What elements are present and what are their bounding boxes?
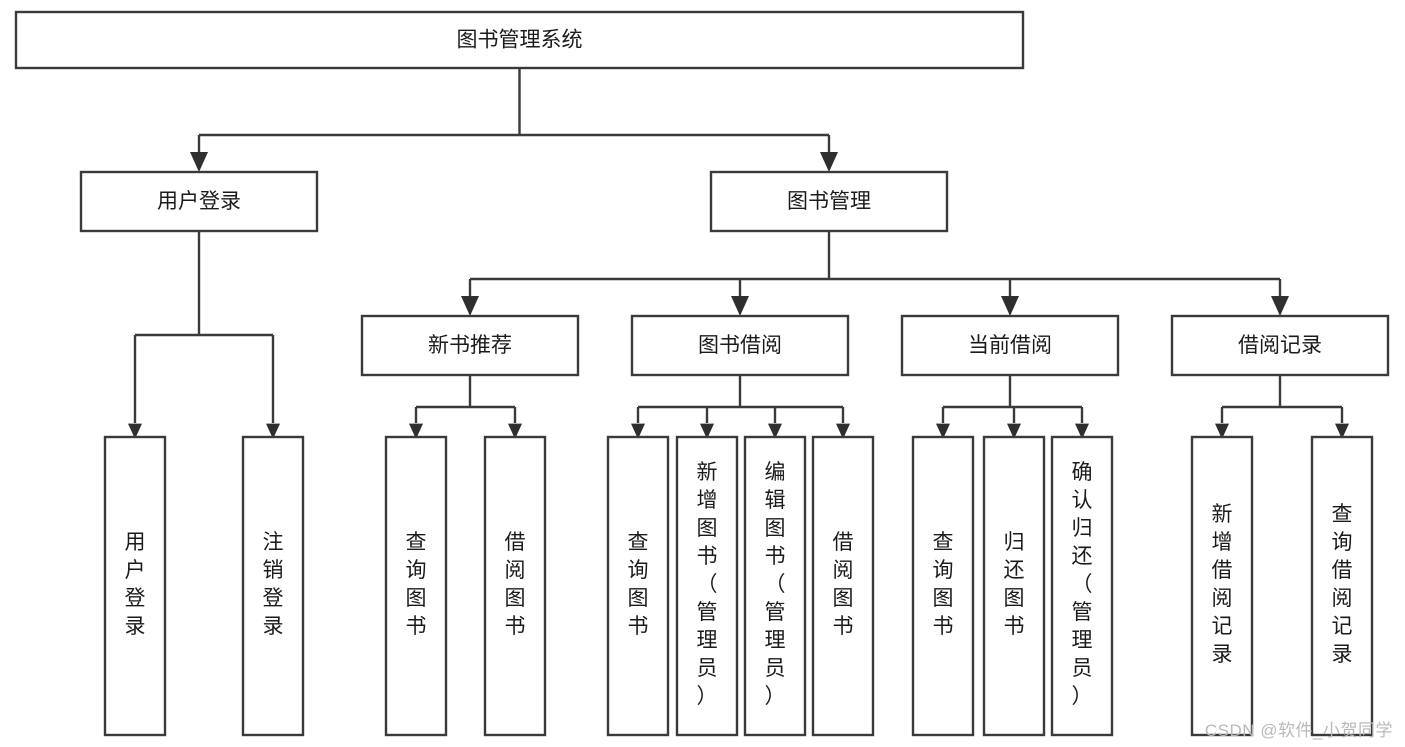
node-leaf-3-label: 借阅图书 bbox=[505, 531, 526, 638]
node-level3-3[interactable]: 借阅记录 bbox=[1170, 314, 1390, 377]
node-leaf-1-rect bbox=[241, 435, 305, 737]
node-level3-3-label: 借阅记录 bbox=[1238, 334, 1322, 357]
node-root[interactable]: 图书管理系统 bbox=[14, 10, 1025, 70]
node-level3-0[interactable]: 新书推荐 bbox=[360, 314, 580, 377]
node-leaf-5-rect bbox=[675, 435, 739, 737]
node-leaf-5-label: 新增图书（管理员） bbox=[697, 461, 718, 708]
arrow-to-leaf-2-0 bbox=[631, 423, 645, 439]
node-leaf-10-rect bbox=[1050, 435, 1114, 737]
node-level3-2-label: 当前借阅 bbox=[968, 334, 1052, 357]
node-leaf-6[interactable]: 编辑图书（管理员） bbox=[743, 435, 807, 737]
node-level2-1[interactable]: 图书管理 bbox=[709, 170, 949, 233]
node-leaf-7-rect bbox=[811, 435, 875, 737]
node-leaf-0[interactable]: 用户登录 bbox=[103, 435, 167, 737]
node-level3-1-rect bbox=[630, 314, 850, 377]
node-leaf-2[interactable]: 查询图书 bbox=[384, 435, 448, 737]
node-level3-0-rect bbox=[360, 314, 580, 377]
arrow-to-leaf-0-0 bbox=[128, 423, 142, 439]
arrow-to-leaf-1-0 bbox=[409, 423, 423, 439]
csdn-watermark: CSDN @软件_小贺同学 bbox=[1204, 721, 1393, 740]
arrow-to-leaf-1-1 bbox=[508, 423, 522, 439]
node-leaf-12[interactable]: 查询借阅记录 bbox=[1310, 435, 1374, 737]
node-leaf-10[interactable]: 确认归还（管理员） bbox=[1050, 435, 1114, 737]
node-level3-3-rect bbox=[1170, 314, 1390, 377]
node-leaf-12-label: 查询借阅记录 bbox=[1332, 503, 1353, 666]
node-level2-0-label: 用户登录 bbox=[157, 190, 241, 213]
node-leaf-7[interactable]: 借阅图书 bbox=[811, 435, 875, 737]
node-leaf-3-rect bbox=[483, 435, 547, 737]
node-boxes: 图书管理系统用户登录图书管理新书推荐图书借阅当前借阅借阅记录用户登录注销登录查询… bbox=[14, 10, 1390, 737]
node-level2-0-rect bbox=[79, 170, 319, 233]
node-leaf-12-rect bbox=[1310, 435, 1374, 737]
arrow-to-leaf-3-2 bbox=[1075, 423, 1089, 439]
arrow-to-leaf-2-1 bbox=[700, 423, 714, 439]
arrow-to-level3-2 bbox=[1001, 296, 1019, 316]
arrow-to-leaf-4-0 bbox=[1215, 423, 1229, 439]
connector-lines bbox=[128, 68, 1349, 439]
node-leaf-3[interactable]: 借阅图书 bbox=[483, 435, 547, 737]
node-level2-0[interactable]: 用户登录 bbox=[79, 170, 319, 233]
node-leaf-1[interactable]: 注销登录 bbox=[241, 435, 305, 737]
node-leaf-6-label: 编辑图书（管理员） bbox=[765, 461, 786, 708]
node-leaf-4-rect bbox=[606, 435, 670, 737]
node-leaf-9-rect bbox=[982, 435, 1046, 737]
node-leaf-8-rect bbox=[911, 435, 975, 737]
node-leaf-0-label: 用户登录 bbox=[125, 531, 146, 638]
node-level3-2-rect bbox=[900, 314, 1120, 377]
arrow-to-leaf-0-1 bbox=[266, 423, 280, 439]
node-leaf-8[interactable]: 查询图书 bbox=[911, 435, 975, 737]
node-level2-1-label: 图书管理 bbox=[787, 190, 871, 213]
node-leaf-11-label: 新增借阅记录 bbox=[1212, 503, 1233, 666]
arrow-to-level3-0 bbox=[461, 296, 479, 316]
node-leaf-2-label: 查询图书 bbox=[406, 531, 427, 638]
arrow-to-level3-1 bbox=[731, 296, 749, 316]
node-leaf-11[interactable]: 新增借阅记录 bbox=[1190, 435, 1254, 737]
arrow-to-level2-0 bbox=[190, 152, 208, 172]
arrow-to-leaf-2-2 bbox=[768, 423, 782, 439]
node-leaf-6-rect bbox=[743, 435, 807, 737]
node-leaf-7-label: 借阅图书 bbox=[833, 531, 854, 638]
arrow-to-level3-3 bbox=[1271, 296, 1289, 316]
node-level3-2[interactable]: 当前借阅 bbox=[900, 314, 1120, 377]
arrow-to-leaf-3-0 bbox=[936, 423, 950, 439]
arrow-to-level2-1 bbox=[820, 152, 838, 172]
node-leaf-5[interactable]: 新增图书（管理员） bbox=[675, 435, 739, 737]
node-leaf-2-rect bbox=[384, 435, 448, 737]
node-level3-1-label: 图书借阅 bbox=[698, 334, 782, 357]
node-leaf-4[interactable]: 查询图书 bbox=[606, 435, 670, 737]
node-leaf-10-label: 确认归还（管理员） bbox=[1072, 461, 1093, 708]
node-leaf-9-label: 归还图书 bbox=[1004, 531, 1025, 638]
arrow-to-leaf-3-1 bbox=[1007, 423, 1021, 439]
node-leaf-4-label: 查询图书 bbox=[628, 531, 649, 638]
node-leaf-11-rect bbox=[1190, 435, 1254, 737]
node-level3-1[interactable]: 图书借阅 bbox=[630, 314, 850, 377]
arrow-to-leaf-2-3 bbox=[836, 423, 850, 439]
node-leaf-1-label: 注销登录 bbox=[263, 531, 284, 638]
node-root-label: 图书管理系统 bbox=[457, 29, 583, 52]
node-level3-0-label: 新书推荐 bbox=[428, 334, 512, 357]
node-leaf-0-rect bbox=[103, 435, 167, 737]
node-level2-1-rect bbox=[709, 170, 949, 233]
arrow-to-leaf-4-1 bbox=[1335, 423, 1349, 439]
node-leaf-9[interactable]: 归还图书 bbox=[982, 435, 1046, 737]
node-leaf-8-label: 查询图书 bbox=[933, 531, 954, 638]
node-root-rect bbox=[14, 10, 1025, 70]
